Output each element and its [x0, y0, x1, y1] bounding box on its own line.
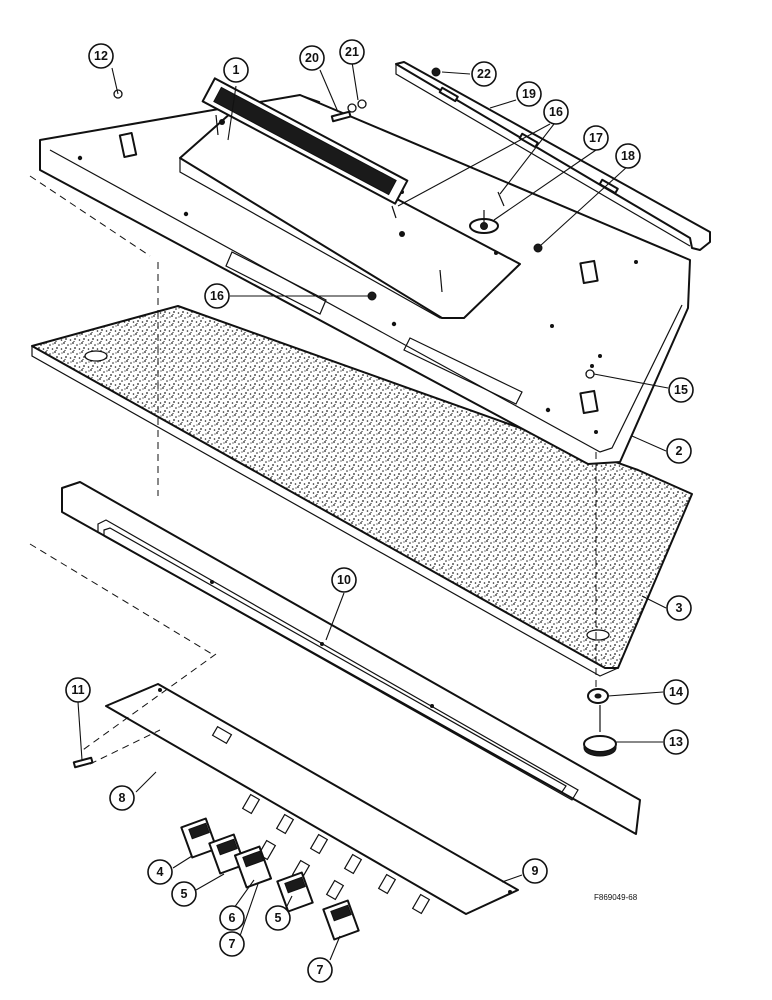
callout-label: 7 — [229, 937, 236, 951]
mounting-channel — [395, 61, 711, 251]
callout-label: 19 — [522, 87, 536, 101]
callout-label: 14 — [669, 685, 683, 699]
callout-label: 5 — [275, 911, 282, 925]
callout-14: 14 — [663, 679, 689, 705]
callout-label: 15 — [674, 383, 688, 397]
callout-12: 12 — [88, 43, 114, 69]
callout-15: 15 — [668, 377, 694, 403]
callout-16: 16 — [204, 283, 230, 309]
callout-5: 5 — [265, 905, 291, 931]
floor-mat — [31, 305, 693, 677]
callout-13: 13 — [663, 729, 689, 755]
callout-label: 5 — [181, 887, 188, 901]
callout-label: 2 — [676, 444, 683, 458]
callout-label: 22 — [477, 67, 491, 81]
callout-label: 21 — [345, 45, 359, 59]
callout-label: 12 — [94, 49, 108, 63]
callout-label: 17 — [589, 131, 603, 145]
callout-label: 7 — [317, 963, 324, 977]
callout-label: 3 — [676, 601, 683, 615]
callout-20: 20 — [299, 45, 325, 71]
callout-1: 1 — [223, 57, 249, 83]
callout-3: 3 — [666, 595, 692, 621]
figure-reference: F869049-68 — [594, 893, 638, 902]
callout-7: 7 — [219, 931, 245, 957]
callout-label: 11 — [71, 683, 84, 697]
terminal-strip — [213, 86, 397, 196]
callout-4: 4 — [147, 859, 173, 885]
callout-6: 6 — [219, 905, 245, 931]
callout-10: 10 — [331, 567, 357, 593]
callout-label: 18 — [621, 149, 635, 163]
callout-9: 9 — [522, 858, 548, 884]
callout-8: 8 — [109, 785, 135, 811]
callout-label: 20 — [305, 51, 319, 65]
leader-lines — [77, 61, 669, 961]
callout-label: 13 — [669, 735, 683, 749]
callout-19: 19 — [516, 81, 542, 107]
callout-label: 10 — [337, 573, 351, 587]
switch-plate — [105, 683, 519, 915]
hardware-items — [72, 67, 617, 769]
callout-label: 1 — [233, 63, 240, 77]
rocker-switches — [180, 817, 360, 941]
callout-label: 16 — [549, 105, 563, 119]
callout-16: 16 — [543, 99, 569, 125]
callout-17: 17 — [583, 125, 609, 151]
assembly-lines — [29, 175, 597, 765]
callout-7: 7 — [307, 957, 333, 983]
trim-bezel — [61, 481, 641, 835]
callout-21: 21 — [339, 39, 365, 65]
callout-label: 6 — [229, 911, 236, 925]
callout-label: 4 — [157, 865, 164, 879]
callout-5: 5 — [171, 881, 197, 907]
terminal-block-panel — [179, 77, 521, 319]
callout-18: 18 — [615, 143, 641, 169]
callout-label: 16 — [210, 289, 224, 303]
callout-2: 2 — [666, 438, 692, 464]
callout-label: 8 — [119, 791, 126, 805]
callout-11: 11 — [65, 677, 91, 703]
callout-22: 22 — [471, 61, 497, 87]
callout-label: 9 — [532, 864, 539, 878]
